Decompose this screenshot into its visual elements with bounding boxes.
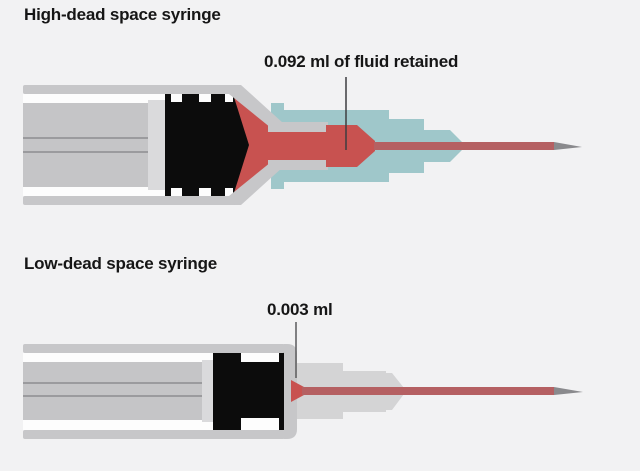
barrel-wall-bottom [23, 430, 285, 439]
barrel-wall-bottom [23, 196, 235, 205]
plunger-rod [23, 362, 205, 420]
plunger-disc [202, 360, 215, 422]
needle [374, 142, 554, 150]
low-dead-space-annotation: 0.003 ml [267, 300, 333, 319]
needle-bevel-tip [554, 142, 582, 150]
stopper-notch [171, 188, 182, 196]
rubber-stopper-extended [213, 352, 292, 430]
barrel-wall-top [23, 344, 285, 353]
plunger-rod [23, 103, 151, 187]
stopper-notch [171, 94, 182, 102]
barrel-wall-top [23, 85, 235, 94]
barrel-shoulder-top [229, 85, 283, 132]
high-dead-space-title: High-dead space syringe [24, 5, 221, 24]
rubber-stopper [165, 94, 249, 196]
plunger-groove [23, 151, 151, 153]
plunger-groove [23, 395, 205, 397]
plunger-groove [23, 137, 151, 139]
fluid-channel [270, 132, 328, 160]
retained-fluid-cone [291, 380, 307, 402]
barrel-end-wall [284, 344, 297, 439]
stopper-notch [199, 188, 211, 196]
nozzle-wall-bottom [268, 160, 328, 170]
needle [302, 387, 554, 395]
needle-bevel-tip [554, 387, 583, 395]
plunger-disc [148, 100, 165, 190]
low-dead-space-syringe [23, 322, 583, 439]
retained-fluid-bullet [326, 125, 375, 167]
stopper-notch [199, 94, 211, 102]
high-dead-space-annotation: 0.092 ml of fluid retained [264, 52, 459, 71]
stopper-notch [225, 188, 233, 196]
high-dead-space-syringe [23, 77, 582, 205]
stopper-notch [225, 94, 233, 102]
nozzle-wall-top [268, 122, 328, 132]
plunger-groove [23, 382, 205, 384]
low-dead-space-title: Low-dead space syringe [24, 254, 218, 273]
